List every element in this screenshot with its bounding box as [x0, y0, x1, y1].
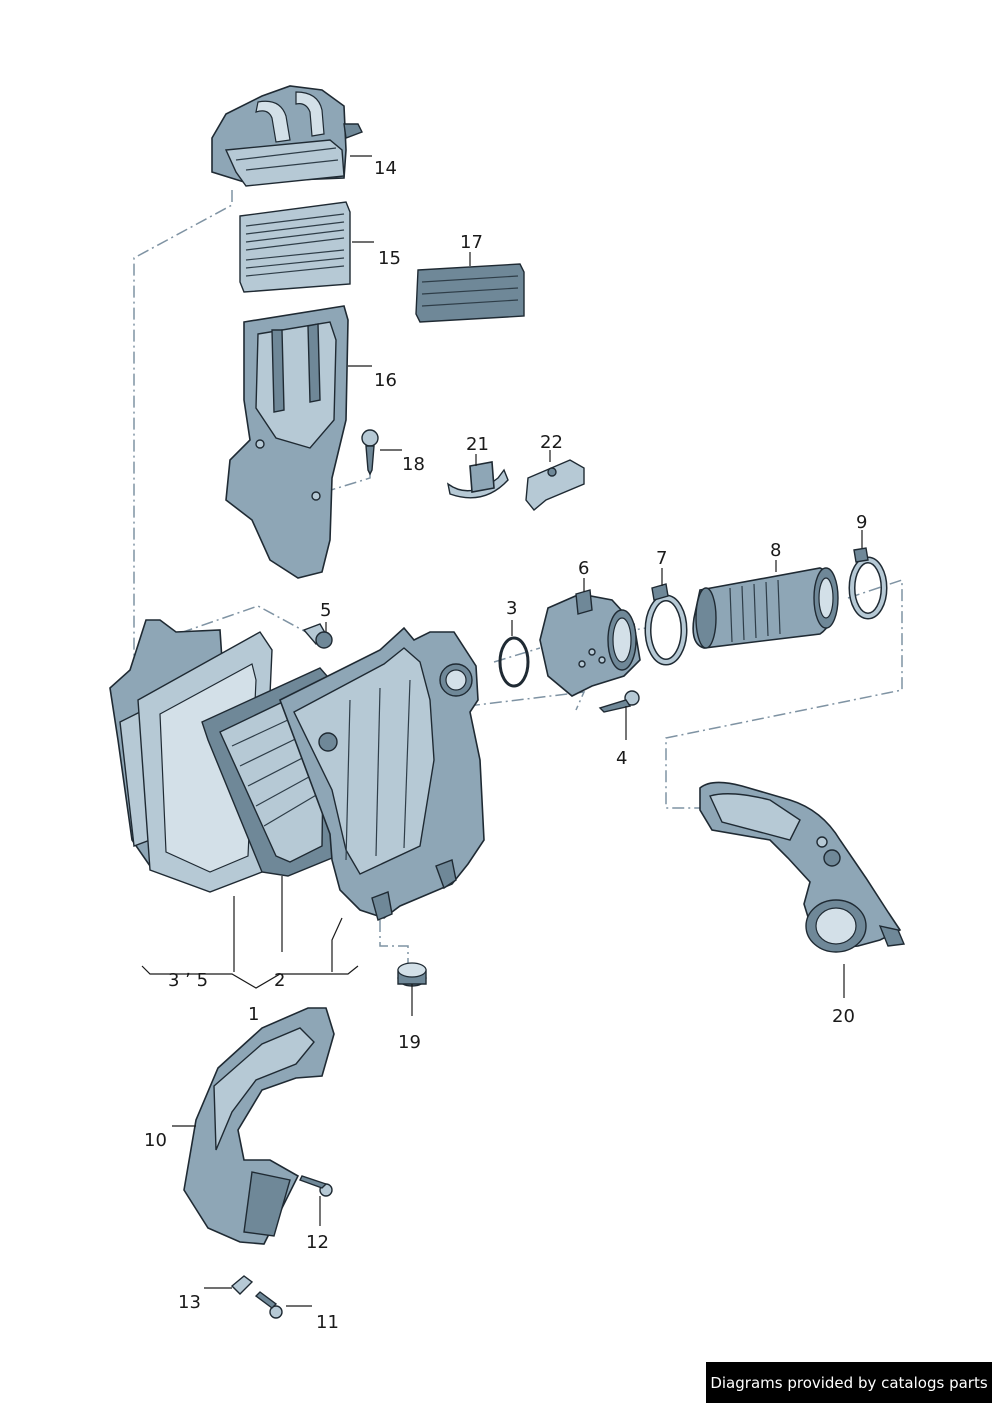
- part-3-o-ring: [498, 636, 530, 688]
- part-15-intake-grille: [239, 201, 351, 293]
- leader-lines: [141, 155, 863, 1307]
- callout-3-5: 3 ʼ 5: [168, 970, 208, 991]
- part-19-rubber-mount: [397, 962, 427, 987]
- part-13-clip-nut: [230, 1275, 254, 1295]
- callout-labels: 14 15 17 16 18 21 22 9 8 7 6 3 5 4 3 ʼ 5…: [144, 158, 867, 1333]
- callout-1: 1: [248, 1004, 259, 1025]
- callout-9: 9: [856, 512, 867, 533]
- callout-13: 13: [178, 1292, 201, 1313]
- part-8-intake-hose: [692, 567, 839, 649]
- part-5-grommet: [302, 623, 333, 649]
- callout-5: 5: [320, 600, 331, 621]
- part-6-air-mass-meter: [539, 589, 641, 697]
- callout-16: 16: [374, 370, 397, 391]
- callout-19: 19: [398, 1032, 421, 1053]
- callout-12: 12: [306, 1232, 329, 1253]
- callout-17: 17: [460, 232, 483, 253]
- part-20-intake-pipe: [699, 781, 906, 953]
- callout-21: 21: [466, 434, 489, 455]
- part-10-air-guide: [183, 1007, 335, 1245]
- part-12-screw: [299, 1175, 333, 1197]
- callout-20: 20: [832, 1006, 855, 1027]
- callout-8: 8: [770, 540, 781, 561]
- part-14-air-intake-cover: [211, 85, 363, 187]
- part-9-hose-clamp: [848, 547, 888, 620]
- part-17-filter-pad: [415, 263, 525, 323]
- part-11-screw: [254, 1291, 283, 1319]
- part-1-air-filter-housing: [278, 626, 485, 921]
- part-21-clip: [446, 461, 509, 499]
- callout-15: 15: [378, 248, 401, 269]
- callout-10: 10: [144, 1130, 167, 1151]
- callout-7: 7: [656, 548, 667, 569]
- callout-11: 11: [316, 1312, 339, 1333]
- callout-14: 14: [374, 158, 397, 179]
- callout-6: 6: [578, 558, 589, 579]
- callout-4: 4: [616, 748, 627, 769]
- credit-banner: Diagrams provided by catalogs parts: [706, 1362, 992, 1403]
- part-7-hose-clamp: [644, 583, 688, 666]
- part-22-bracket: [525, 459, 585, 511]
- callout-3: 3: [506, 598, 517, 619]
- part-4-screw: [598, 690, 640, 713]
- callout-18: 18: [402, 454, 425, 475]
- part-16-air-duct: [225, 305, 349, 579]
- part-18-screw: [361, 429, 379, 476]
- callout-22: 22: [540, 432, 563, 453]
- callout-2: 2: [274, 970, 285, 991]
